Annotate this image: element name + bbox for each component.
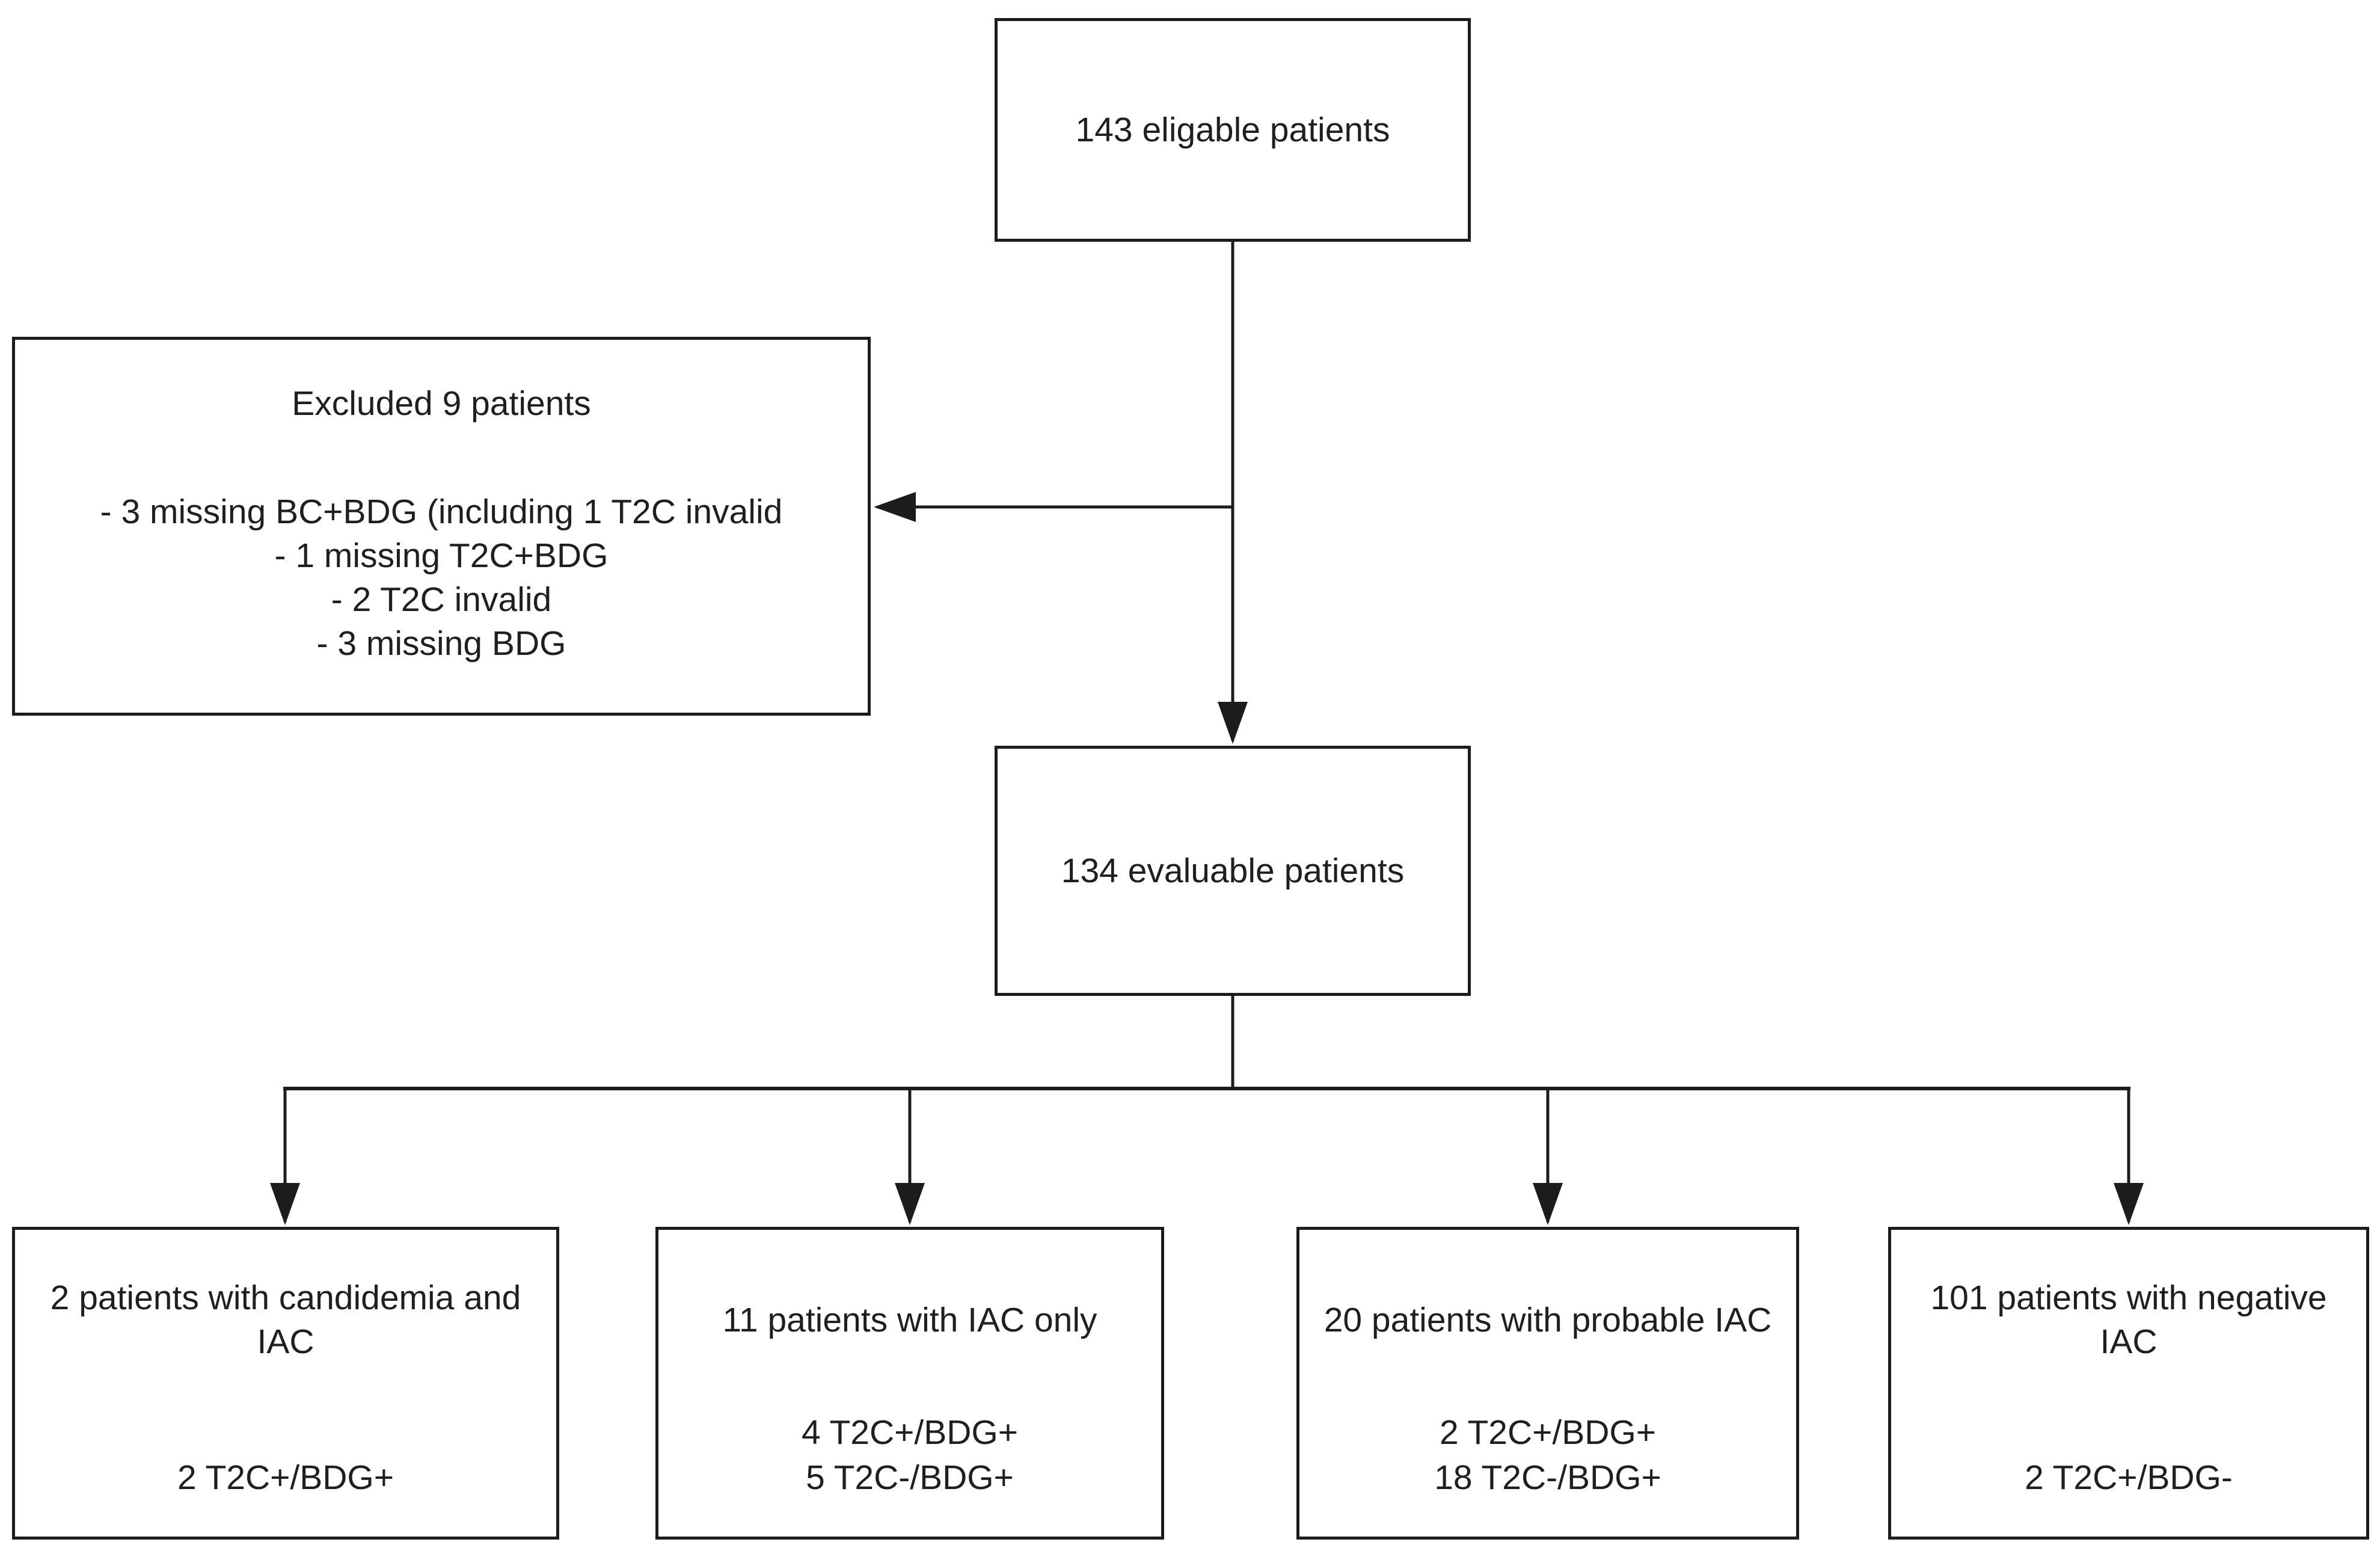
outcome-result-lines: 4 T2C+/BDG+ 5 T2C-/BDG+: [658, 1410, 1161, 1500]
outcome-result: 18 T2C-/BDG+: [1434, 1458, 1661, 1497]
outcome-result: 2 T2C+/BDG+: [1439, 1413, 1657, 1452]
outcome-result: 4 T2C+/BDG+: [801, 1413, 1019, 1452]
box-eligible-patients: 143 eligable patients: [995, 18, 1471, 242]
eligible-patients-label: 143 eligable patients: [1075, 110, 1390, 149]
box-excluded-patients: Excluded 9 patients - 3 missing BC+BDG (…: [12, 337, 871, 716]
excluded-title: Excluded 9 patients: [292, 384, 591, 423]
box-evaluable-patients: 134 evaluable patients: [995, 746, 1471, 996]
outcome-result-lines: 2 T2C+/BDG+ 18 T2C-/BDG+: [1299, 1410, 1796, 1500]
outcome-box-candidemia-and-iac: 2 patients with candidemia and IAC 2 T2C…: [12, 1227, 559, 1540]
excluded-reason: - 2 T2C invalid: [331, 580, 552, 619]
excluded-reason: - 1 missing T2C+BDG: [274, 536, 609, 575]
outcome-result-lines: 2 T2C+/BDG-: [1891, 1455, 2366, 1500]
excluded-reason: - 3 missing BC+BDG (including 1 T2C inva…: [100, 493, 783, 531]
outcome-box-probable-iac: 20 patients with probable IAC 2 T2C+/BDG…: [1296, 1227, 1799, 1540]
outcome-result: 2 T2C+/BDG-: [2025, 1458, 2233, 1497]
outcome-box-negative-iac: 101 patients with negative IAC 2 T2C+/BD…: [1888, 1227, 2369, 1540]
outcome-title: 101 patients with negative IAC: [1930, 1279, 2327, 1361]
outcome-title: 2 patients with candidemia and IAC: [50, 1279, 521, 1361]
evaluable-patients-label: 134 evaluable patients: [1061, 851, 1405, 890]
outcome-result-lines: 2 T2C+/BDG+: [15, 1455, 556, 1500]
outcome-result: 5 T2C-/BDG+: [806, 1458, 1014, 1497]
outcome-title: 20 patients with probable IAC: [1323, 1300, 1772, 1339]
excluded-reason: - 3 missing BDG: [316, 624, 566, 663]
outcome-box-iac-only: 11 patients with IAC only 4 T2C+/BDG+ 5 …: [655, 1227, 1164, 1540]
outcome-result: 2 T2C+/BDG+: [177, 1458, 394, 1497]
excluded-reason-list: - 3 missing BC+BDG (including 1 T2C inva…: [15, 490, 868, 666]
outcome-title: 11 patients with IAC only: [722, 1300, 1097, 1339]
